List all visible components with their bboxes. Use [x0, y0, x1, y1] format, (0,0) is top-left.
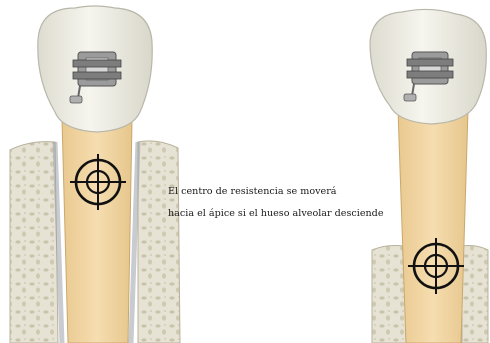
right-tooth-panel: [370, 9, 488, 343]
left-tooth-root: [62, 120, 132, 343]
caption-line-2: hacia el ápice si el hueso alveolar desc…: [168, 208, 330, 219]
left-alveolar-bone-right: [138, 141, 180, 343]
right-alveolar-bone-left: [372, 246, 406, 343]
left-alveolar-bone-left: [10, 142, 58, 343]
caption-line-1: El centro de resistencia se moverá: [168, 186, 330, 197]
left-tooth-panel: [10, 6, 180, 343]
right-tooth-root: [398, 110, 468, 343]
right-alveolar-bone-right: [462, 246, 488, 343]
